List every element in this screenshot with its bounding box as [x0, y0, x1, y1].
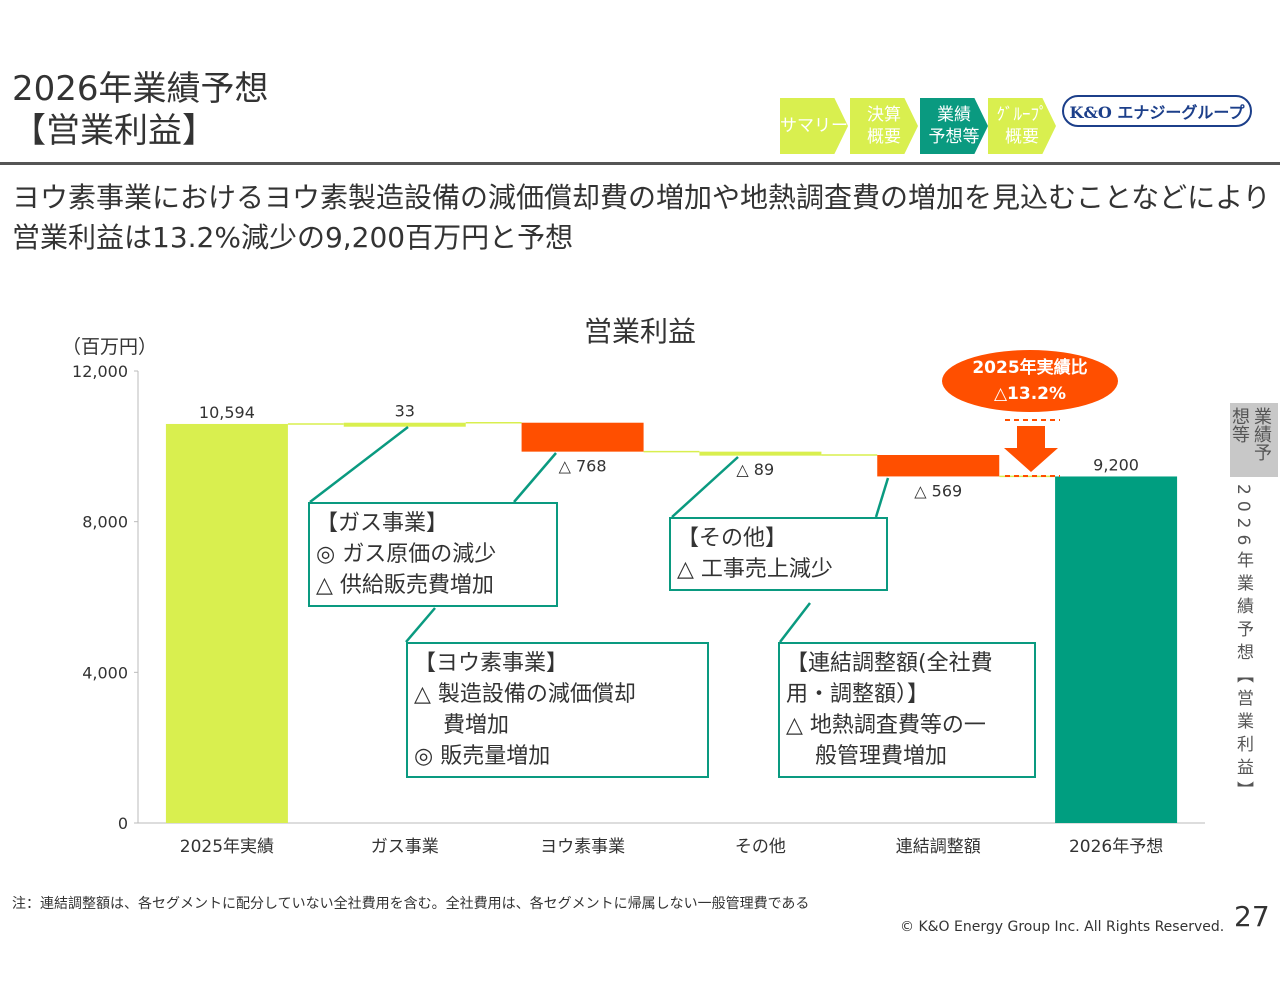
y-tick-label: 12,000 — [72, 362, 128, 381]
callout-line: △ 供給販売費増加 — [316, 573, 494, 598]
callout-line: 【ガス事業】 — [316, 511, 449, 536]
callout-other: 【その他】 △ 工事売上減少 — [669, 517, 888, 591]
x-tick-label: その他 — [735, 837, 786, 857]
bubble-line-2: △13.2% — [993, 384, 1067, 404]
down-arrow-icon — [1004, 426, 1058, 472]
bar-0 — [165, 423, 288, 823]
x-tick-label: ガス事業 — [371, 837, 439, 857]
callout-line: △ 製造設備の減価償却 — [414, 682, 636, 707]
nav-tab-1[interactable]: 決算 概要 — [850, 98, 918, 154]
chart-title: 営業利益 — [583, 315, 696, 348]
callout-line: 【その他】 — [677, 526, 788, 551]
bar-4 — [877, 454, 1000, 477]
callout-leader — [405, 607, 436, 643]
y-tick-label: 0 — [118, 814, 128, 833]
x-tick-label: 連結調整額 — [896, 837, 981, 857]
data-label: 33 — [395, 402, 415, 421]
page-title: 2026年業績予想【営業利益】 — [12, 68, 269, 152]
callout-leader — [513, 452, 557, 503]
callout-consolidated: 【連結調整額(全社費用・調整額）】 △ 地熱調査費等の一 般管理費増加 — [778, 642, 1036, 778]
bubble-line-1: 2025年実績比 — [972, 358, 1088, 378]
bar-3 — [699, 451, 822, 456]
callout-line: △ 地熱調査費等の一 — [786, 713, 986, 738]
y-axis-unit: （百万円） — [62, 336, 158, 358]
callout-leader — [779, 602, 811, 643]
y-tick-label: 8,000 — [82, 513, 128, 532]
callout-line: 費増加 — [414, 713, 509, 738]
x-tick-label: 2025年実績 — [180, 837, 274, 857]
data-label: △ 89 — [736, 460, 774, 479]
callout-leader — [309, 426, 409, 503]
data-label: △ 768 — [559, 457, 607, 476]
title-line-1: 2026年業績予想 — [12, 69, 269, 109]
callout-line: 【ヨウ素事業】 — [414, 651, 569, 676]
callout-leader — [671, 456, 739, 518]
data-label: 10,594 — [199, 403, 255, 422]
nav-tab-0[interactable]: サマリー — [780, 98, 848, 154]
page-number: 27 — [1234, 900, 1270, 933]
divider — [0, 162, 1280, 165]
callout-line: △ 工事売上減少 — [677, 557, 833, 582]
nav-tab-2[interactable]: 業績 予想等 — [920, 98, 988, 154]
callout-line: ◎ 販売量増加 — [414, 744, 551, 769]
x-tick-label: ヨウ素事業 — [540, 837, 625, 857]
callout-line: 【連結調整額(全社費 — [786, 651, 993, 676]
nav-tab-3[interactable]: ｸﾞﾙｰﾌﾟ 概要 — [988, 98, 1056, 154]
callout-iodine: 【ヨウ素事業】 △ 製造設備の減価償却 費増加 ◎ 販売量増加 — [406, 642, 709, 778]
callout-line: ◎ ガス原価の減少 — [316, 542, 497, 567]
comparison-bubble: 2025年実績比 △13.2% — [942, 350, 1118, 412]
callout-gas: 【ガス事業】 ◎ ガス原価の減少 △ 供給販売費増加 — [308, 502, 558, 607]
brand-logo: K&O エナジーグループ — [1062, 95, 1252, 127]
title-line-2: 【営業利益】 — [12, 111, 216, 151]
y-tick-label: 4,000 — [82, 663, 128, 682]
bar-1 — [343, 422, 466, 427]
footnote: 注：連結調整額は、各セグメントに配分していない全社費用を含む。全社費用は、各セグ… — [12, 896, 810, 912]
side-section-label: 業績予想等 — [1229, 403, 1278, 477]
data-label: △ 569 — [914, 481, 962, 500]
callout-line: 般管理費増加 — [786, 744, 947, 769]
data-label: 9,200 — [1093, 455, 1139, 474]
copyright: © K&O Energy Group Inc. All Rights Reser… — [900, 919, 1225, 935]
callout-line: 用・調整額）】 — [786, 682, 930, 707]
lead-text: ヨウ素事業におけるヨウ素製造設備の減価償却費の増加や地熱調査費の増加を見込むこと… — [12, 181, 1271, 254]
callout-leader — [874, 477, 890, 518]
bar-2 — [521, 422, 644, 452]
side-page-label: 2026年業績予想【営業利益】 — [1233, 484, 1253, 805]
bar-5 — [1055, 476, 1178, 823]
x-tick-label: 2026年予想 — [1069, 837, 1163, 857]
